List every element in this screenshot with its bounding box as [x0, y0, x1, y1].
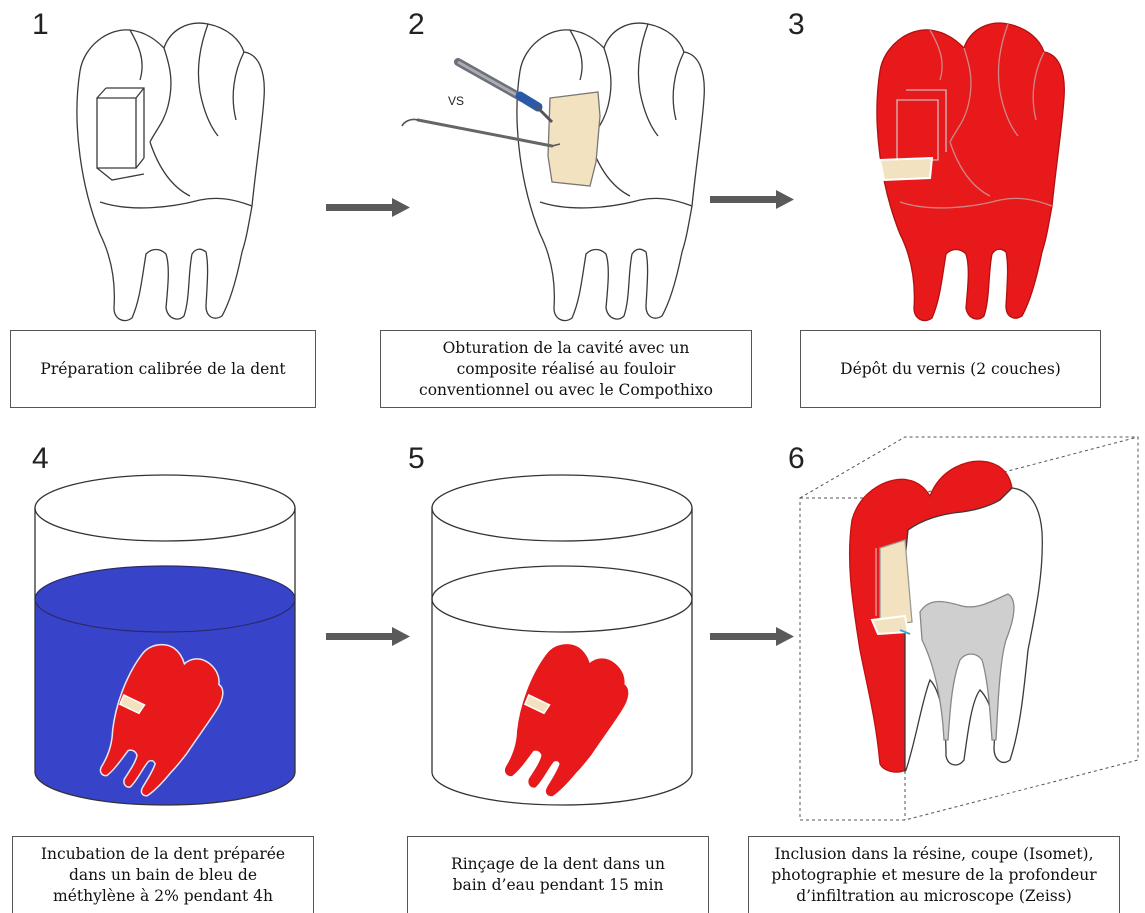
caption-line: Préparation calibrée de la dent	[40, 359, 285, 380]
tooth-1	[77, 23, 264, 320]
arrow-4-5	[326, 627, 410, 646]
exposed-composite	[880, 158, 932, 180]
caption-step-2: Obturation de la cavité avec un composit…	[380, 330, 752, 408]
step-number-2: 2	[408, 8, 425, 42]
caption-step-3: Dépôt du vernis (2 couches)	[800, 330, 1101, 408]
caption-line: Obturation de la cavité avec un	[419, 338, 713, 359]
step-number-3: 3	[788, 8, 805, 42]
sectioned-tooth	[850, 461, 1043, 772]
tooth-2	[517, 23, 704, 320]
caption-line: conventionnel ou avec le Compothixo	[419, 380, 713, 401]
caption-line: méthylène à 2% pendant 4h	[41, 886, 285, 907]
caption-line: Inclusion dans la résine, coupe (Isomet)…	[771, 844, 1096, 865]
arrow-2-3	[710, 190, 794, 209]
caption-line: Dépôt du vernis (2 couches)	[840, 359, 1061, 380]
caption-line: dans un bain de bleu de	[41, 865, 285, 886]
composite-filling	[548, 92, 600, 186]
step-number-5: 5	[408, 442, 425, 476]
caption-line: composite réalisé au fouloir	[419, 359, 713, 380]
caption-step-1: Préparation calibrée de la dent	[10, 330, 316, 408]
tooth-3	[877, 23, 1064, 320]
caption-line: Incubation de la dent préparée	[41, 844, 285, 865]
caption-line: Rinçage de la dent dans un	[451, 854, 665, 875]
caption-step-5: Rinçage de la dent dans un bain d’eau pe…	[407, 836, 709, 913]
caption-line: bain d’eau pendant 15 min	[451, 875, 665, 896]
arrow-1-2	[326, 198, 410, 217]
step-number-6: 6	[788, 442, 805, 476]
instrument-label: VS	[448, 94, 464, 108]
caption-step-4: Incubation de la dent préparée dans un b…	[12, 836, 314, 913]
step-number-4: 4	[32, 442, 49, 476]
caption-line: photographie et mesure de la profondeur	[771, 865, 1096, 886]
caption-step-6: Inclusion dans la résine, coupe (Isomet)…	[748, 836, 1120, 913]
rinsed-tooth-5	[487, 632, 640, 807]
arrow-5-6	[710, 627, 794, 646]
caption-line: d’infiltration au microscope (Zeiss)	[771, 886, 1096, 907]
step-number-1: 1	[32, 8, 49, 42]
